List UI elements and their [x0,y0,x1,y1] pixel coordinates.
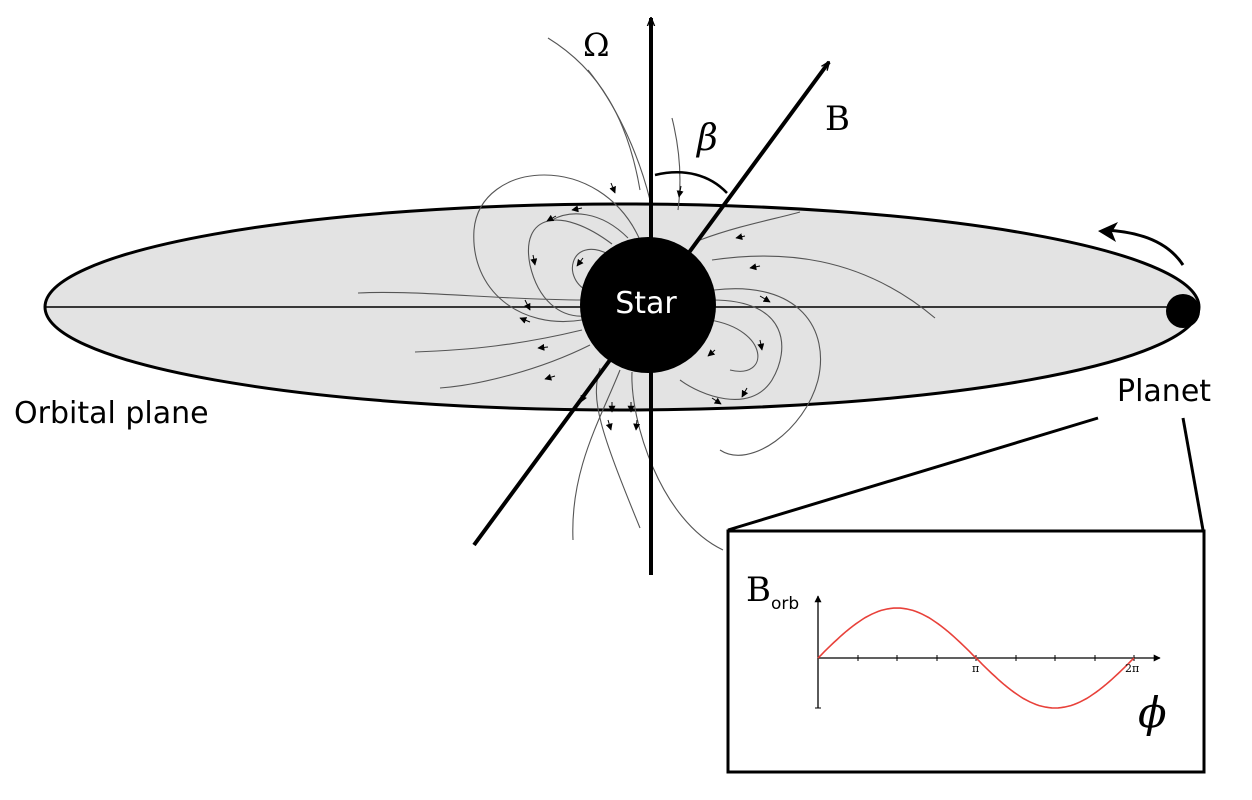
field-arrow [571,205,583,213]
beta-label: β [695,118,718,159]
star-label: Star [615,286,677,321]
field-arrow [741,387,749,398]
field-arrow [544,373,556,381]
magnetic-field-lines [357,37,936,551]
b-orb-sine-curve [817,607,1135,709]
omega-label: Ω [583,26,610,64]
planet-label: Planet [1117,374,1211,409]
field-line [631,371,724,551]
b-field-label: B [825,99,850,139]
inset-frame [726,529,1206,774]
field-line [671,117,681,211]
field-arrow [749,263,761,271]
planet [1166,294,1200,328]
field-line [713,288,822,456]
field-arrow [576,257,584,267]
field-line [414,329,583,353]
field-arrow [609,182,616,194]
field-line [709,319,759,372]
field-line [587,69,651,201]
field-arrow [757,339,765,351]
orbit-direction-arrowhead [1098,222,1118,242]
field-line [572,248,609,293]
field-arrow [759,295,771,303]
field-arrow [676,185,684,198]
field-arrow [735,233,746,241]
b-orb-inset: π 2π Borb ϕ [726,529,1206,774]
field-line [357,291,585,301]
field-arrow [530,254,538,266]
field-direction-arrows [519,182,771,431]
inset-connector-left [727,416,1099,532]
field-arrow [546,214,557,222]
orbit-direction-arrow [1104,228,1185,266]
field-line [473,174,641,322]
star [580,237,716,373]
field-arrow [711,397,722,405]
field-arrow [707,349,716,357]
inset-tick-2pi: 2π [1125,662,1139,675]
field-line [699,211,801,241]
obliquity-angle-arc [654,171,728,194]
inset-tick-pi: π [972,662,979,675]
field-arrow [519,317,531,324]
inset-y-label: Borb [746,570,799,614]
field-arrow [537,343,549,351]
field-line [711,255,936,319]
field-arrow [605,419,613,431]
field-line [528,219,613,317]
inset-connector-right [1181,417,1205,531]
field-line [439,344,591,389]
field-arrow [633,419,641,431]
inset-y-label-main: B [746,570,771,610]
field-line [572,369,621,541]
field-arrow [524,299,531,311]
field-line [551,213,629,239]
orbital-plane-label: Orbital plane [14,396,209,431]
field-line [679,299,783,400]
inset-x-label: ϕ [1138,688,1167,737]
inset-y-label-sub: orb [771,594,799,614]
